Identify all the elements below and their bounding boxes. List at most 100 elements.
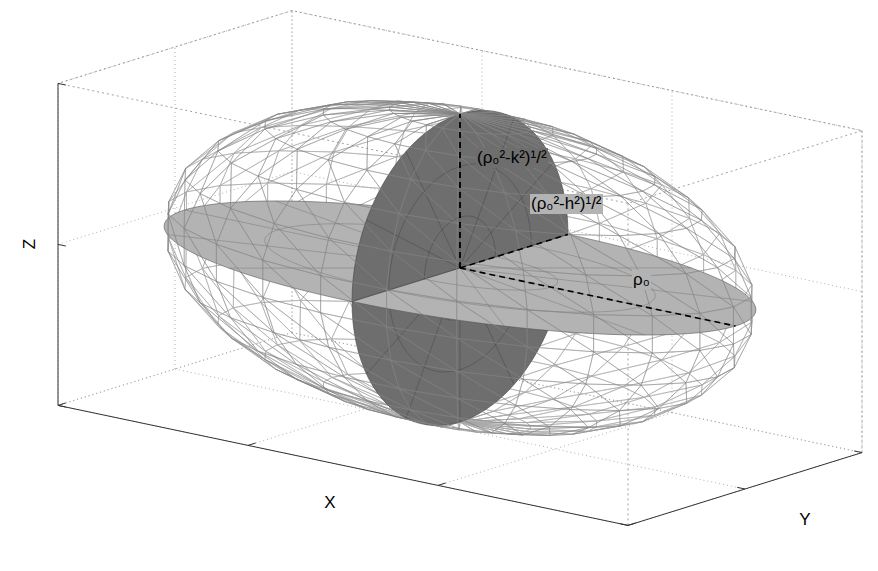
mesh-edge [519,120,574,134]
mesh-edge [200,303,258,351]
mesh-edge [368,121,413,144]
mesh-edge [460,422,492,433]
mesh-edge [505,405,549,426]
mesh-edge [328,160,367,202]
mesh-edge [390,105,460,114]
mesh-edge [552,387,622,407]
mesh-edge [399,389,458,418]
mesh-edge [185,151,218,194]
mesh-edge [185,289,231,338]
x-axis [58,405,628,525]
mesh-edge [523,270,593,315]
mesh-edge [301,300,350,338]
mesh-edge [296,364,366,400]
mesh-edge [700,307,734,344]
mesh-edge [296,189,344,238]
tick-mark [438,483,446,485]
mesh-edge [644,167,688,198]
mesh-edge [519,120,574,134]
mesh-edge [620,195,686,233]
mesh-edge [297,122,346,149]
semi-axis-line [460,234,568,268]
mesh-edge [367,137,395,171]
mesh-edge [572,162,642,196]
mesh-edge [460,106,478,114]
mesh-edge [184,266,230,318]
mesh-edge [168,168,186,214]
mesh-edge [620,191,686,228]
mesh-edge [519,407,589,419]
mesh-edge [734,334,751,367]
mesh-edge [263,297,329,347]
mesh-edge [186,133,234,168]
mesh-edge [231,163,258,208]
mesh-edge [216,281,274,332]
mesh-edge [644,373,702,397]
tick-mark [620,524,628,526]
y-axis [628,453,862,526]
mesh-edge [458,418,492,433]
mesh-edge [186,133,234,168]
mesh-edge [619,236,685,276]
mesh-edge [297,380,367,410]
mesh-edge [574,387,644,407]
mesh-edge [265,105,331,121]
mesh-edge [655,185,703,221]
mesh-edge [168,214,184,266]
mesh-edge [461,106,478,109]
mesh-edge [526,124,589,142]
tick-mark [58,83,66,85]
semi-axes [460,114,736,326]
mesh-edge [552,376,622,399]
mesh-edge [508,116,553,127]
mesh-edge [457,301,527,347]
mesh-edge [200,163,231,208]
mesh-edge [686,377,718,403]
mesh-edge [646,203,690,238]
mesh-edge [686,268,734,307]
mesh-edge [274,333,344,377]
mesh-edge [652,313,700,350]
mesh-edge [594,352,653,385]
mesh-edge [328,390,394,416]
mesh-edge [258,139,297,176]
mesh-edge [263,297,329,347]
mesh-edge [592,360,662,387]
mesh-edge [734,259,752,298]
mesh-edge [687,228,735,267]
mesh-edge [334,126,404,152]
mesh-edge [218,316,265,360]
mesh-edge [387,289,457,338]
mesh-edge [168,214,184,266]
mesh-edge [550,428,588,436]
mesh-edge [200,151,231,194]
mesh-edge [527,310,593,352]
grid-line [175,47,176,369]
semi-axis-line [460,268,736,326]
mesh-edge [168,168,186,214]
mesh-edge [571,235,641,276]
mesh-edge [411,410,459,428]
mesh-edge [258,149,297,189]
mesh-edge [701,368,734,395]
mesh-edge [367,401,426,423]
mesh-edge [457,338,523,379]
mesh-edge [458,187,516,230]
mesh-edge [233,303,277,345]
mesh-edge [274,224,328,276]
mesh-edge [589,397,655,414]
mesh-edge [655,395,702,415]
mesh-edge [718,259,752,298]
mesh-edge [368,117,413,136]
mesh-edge [588,411,620,428]
mesh-edge [460,422,492,433]
mesh-edge [185,141,219,180]
mesh-edge [329,347,399,388]
mesh-edge [231,318,297,365]
mesh-edge [231,318,297,365]
section-grid [406,151,460,268]
mesh-edge [527,310,593,352]
mesh-edge [395,121,427,144]
mesh-edge [655,176,702,210]
